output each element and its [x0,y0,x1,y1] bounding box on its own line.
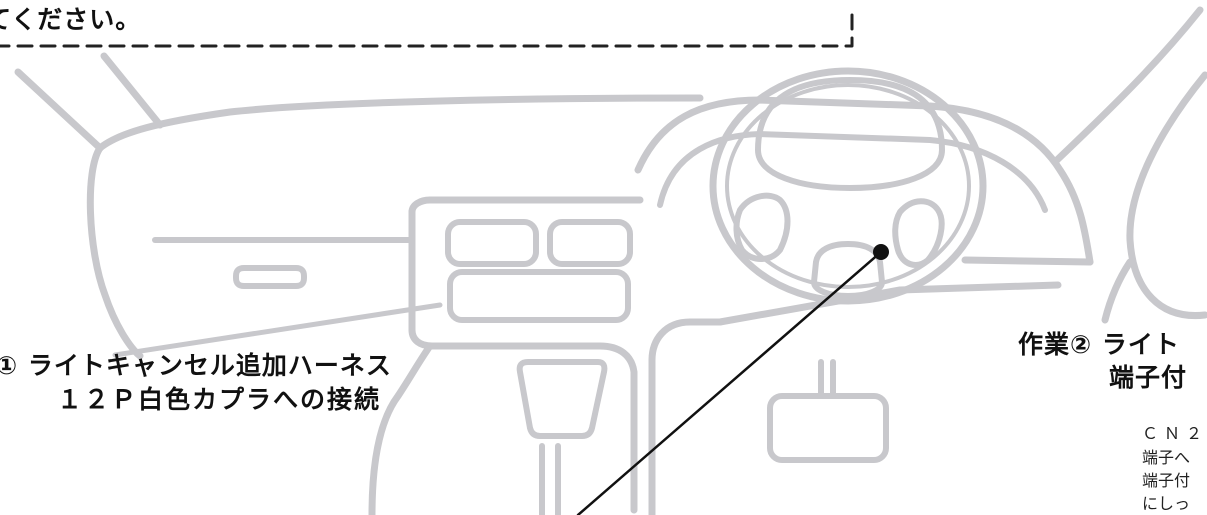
center-stack-right [408,208,638,514]
step2-body-line: にしっ [1142,494,1191,513]
note-box-border [0,10,854,48]
climate-control-panel [447,269,631,323]
glovebox-edge [112,302,443,358]
step2-body-line: ＣＮ２ [1142,424,1207,443]
step1-title: ① ライトキャンセル追加ハーネス [0,351,392,380]
lower-dash-line [961,256,1094,266]
right-a-pillar-inner [1126,71,1207,320]
step2-title: 作業② ライト [1018,330,1180,359]
right-door-edge [1101,258,1134,324]
right-air-vent [547,219,633,267]
steering-wheel-rim-inner [725,83,971,289]
gear-shifter [516,359,608,439]
step2-body-line: 端子付 [1142,471,1191,490]
leader-line [576,250,883,515]
cluster-hood-inner [657,131,1048,213]
console-right-wall [648,318,724,515]
steering-spoke-bottom [811,241,885,299]
left-a-pillar-inner [100,52,164,129]
steering-spoke-left [733,192,791,262]
steering-spoke-right [892,198,945,268]
steering-wheel-outer [709,67,987,305]
step2-subtitle: 端子付 [1109,363,1188,392]
left-air-vent [445,219,539,267]
connection-point-icon [873,244,889,260]
glovebox-handle [233,265,307,289]
right-a-pillar [1053,6,1204,164]
steering-wheel-hub [755,77,945,191]
step2-body-line: 端子へ [1142,448,1191,467]
console-left-wall [368,342,434,515]
center-stack-left [408,196,644,216]
dashboard-top [96,94,704,152]
step1-subtitle: １２Ｐ白色カプラへの接続 [57,385,382,414]
dashboard-left-end [86,144,144,360]
hood-release [767,393,889,463]
note-text: てください。 [0,5,142,34]
left-a-pillar [14,68,104,152]
lower-dash-right [716,281,1062,326]
cluster-hood [634,96,1094,266]
